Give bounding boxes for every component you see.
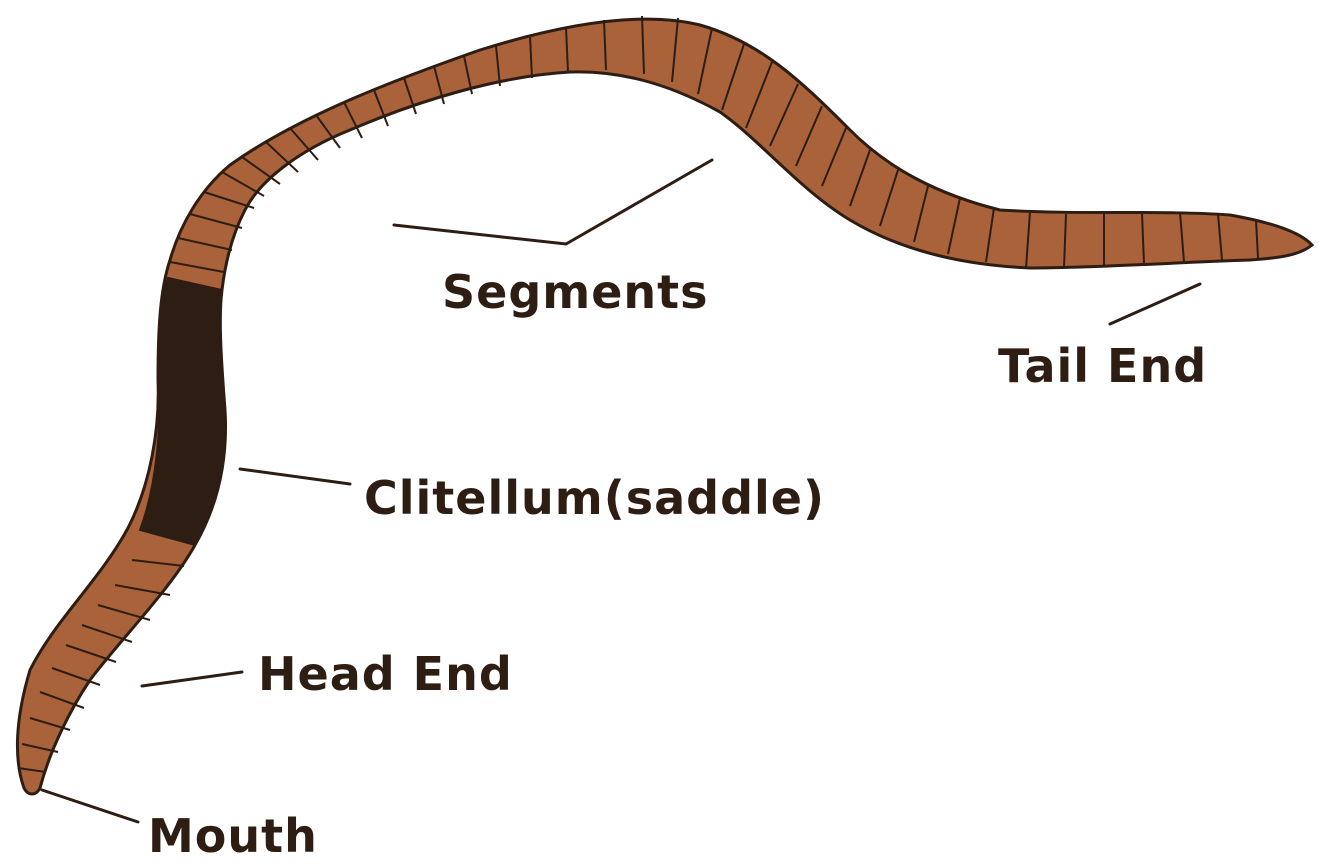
- segments-leader: [394, 160, 712, 244]
- clitellum-band: [140, 278, 226, 545]
- mouth-label: Mouth: [148, 809, 318, 863]
- mouth-leader: [42, 790, 138, 822]
- clitellum-label: Clitellum(saddle): [364, 471, 825, 525]
- tail-end-label: Tail End: [998, 339, 1207, 393]
- segments-label: Segments: [442, 265, 709, 319]
- head-end-leader: [142, 672, 242, 686]
- labels: Segments Tail End Clitellum(saddle) Head…: [148, 265, 1207, 863]
- head-end-label: Head End: [258, 647, 513, 701]
- tail-end-leader: [1110, 284, 1200, 324]
- clitellum-leader: [240, 469, 350, 484]
